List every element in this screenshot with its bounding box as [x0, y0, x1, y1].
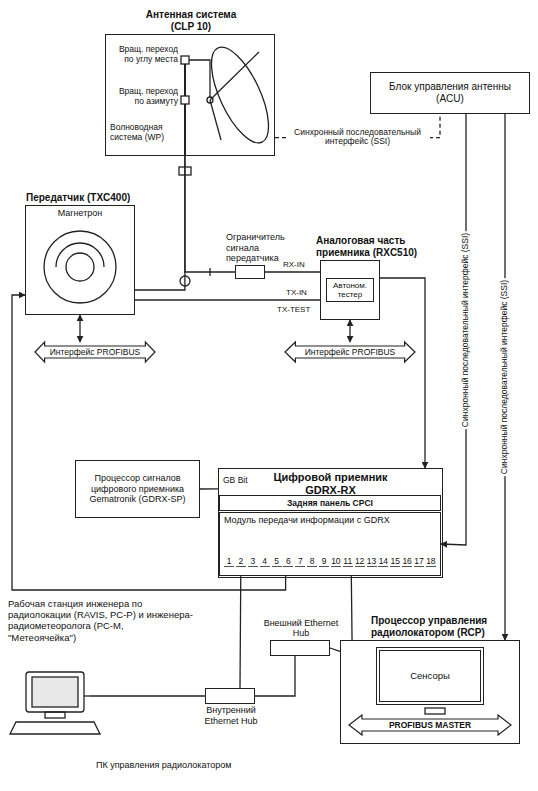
pin-number: 4 — [260, 556, 270, 567]
connector-line — [255, 656, 295, 696]
connector-line — [239, 576, 241, 688]
magnetron-arc — [56, 243, 104, 267]
computer-screen — [32, 677, 78, 707]
antenna-control-unit-box: Блок управления антенны (ACU) — [370, 72, 530, 114]
box-text: Блок управления антенны (ACU) — [371, 79, 529, 107]
magnetron-core — [66, 253, 94, 281]
computer-cable — [84, 695, 90, 696]
computer-monitor — [26, 672, 84, 712]
rotary-joint — [181, 56, 189, 64]
profibus-master: PROFIBUS MASTER — [349, 715, 511, 735]
signal-name: TX-IN — [286, 288, 307, 297]
box-text: Сенсоры — [380, 668, 480, 683]
waveguide — [184, 60, 186, 156]
box-text: Модуль передачи информации с GDRX — [220, 513, 440, 528]
rotary-joint — [181, 96, 189, 104]
connector-line — [135, 299, 320, 300]
waveguide-arm — [185, 60, 210, 97]
box-text: PROFIBUS MASTER — [349, 718, 511, 732]
pin-number: 15 — [390, 556, 400, 567]
box-heading: Аналоговая часть приемника (RXC510) — [316, 235, 456, 259]
connector-line — [200, 488, 218, 489]
pin-number: 11 — [343, 556, 353, 567]
pin-number: 7 — [295, 556, 305, 567]
pin-number: 17 — [414, 556, 424, 567]
box-heading: Ограничитель сигнала передатчика — [226, 232, 306, 264]
pin-number-row: 123456789101112131415161718 — [224, 556, 436, 567]
digital-receiver-box: Цифровой приемник GDRX-RXGB BitЗадняя па… — [218, 468, 443, 578]
connector-line — [349, 320, 350, 342]
sensors-screen: Сенсоры — [376, 647, 484, 705]
magnetron-symbol — [44, 231, 116, 303]
profibus-interface: Интерфейс PROFIBUS — [285, 342, 415, 362]
pin-number: 8 — [307, 556, 317, 567]
pin-number: 1 — [224, 556, 234, 567]
signal-processor-box: Процессор сигналов цифрового приемника G… — [75, 460, 200, 518]
connector-line — [79, 315, 80, 342]
computer-keyboard — [10, 722, 100, 734]
analog-receiver-box: Аналоговая часть приемника (RXC510)Автон… — [320, 260, 380, 320]
caption-note: ПК управления радиолокатором — [96, 760, 236, 771]
box-text: Задняя панель CPCI — [220, 496, 440, 510]
box-heading: Внешний Ethernet Hub — [263, 618, 339, 639]
pin-number: 2 — [236, 556, 246, 567]
pin-number: 5 — [272, 556, 282, 567]
interface-label: Синхронный последовательный интерфейс (S… — [461, 230, 471, 428]
box-text: Интерфейс PROFIBUS — [285, 345, 415, 359]
pin-number: 9 — [319, 556, 329, 567]
box-heading: GB Bit — [223, 475, 248, 485]
interface-label: Синхронный последовательный интерфейс (S… — [286, 128, 430, 148]
box-heading: Передатчик (TXC400) — [26, 192, 176, 204]
interface-label: Синхронный последовательный интерфейс (S… — [500, 278, 510, 476]
pin-number: 13 — [367, 556, 377, 567]
box-text: Интерфейс PROFIBUS — [35, 345, 155, 359]
part-label: Вращ. переход по углу места — [110, 44, 178, 64]
box-text: Магнетрон — [26, 206, 134, 221]
signal-name: TX-TEST — [277, 305, 310, 314]
connector-line — [380, 278, 425, 468]
part-label: Вращ. переход по азимуту — [110, 86, 178, 106]
radar-control-processor: Процессор управления радиолокатором (RCP… — [340, 640, 520, 744]
rcp-monitor-stand — [425, 708, 445, 714]
caption-note: Рабочая станция инженера по радиолокации… — [8, 598, 193, 643]
pin-number: 16 — [402, 556, 412, 567]
connector-line — [265, 271, 320, 272]
box-heading: Антенная система (CLP 10) — [136, 9, 246, 33]
pin-number: 14 — [378, 556, 388, 567]
part-label: Волноводная система (WP) — [110, 122, 180, 142]
box-text: Процессор сигналов цифрового приемника G… — [76, 471, 199, 507]
box-heading: Внутренний Ethernet Hub — [191, 705, 271, 726]
pin-number: 18 — [426, 556, 436, 567]
feed-strut — [210, 52, 259, 100]
transmitter-box: Передатчик (TXC400)Магнетрон — [25, 205, 135, 315]
transmitter-limiter-box: Ограничитель сигнала передатчика — [235, 265, 265, 279]
box-text: Автоном. тестер — [326, 278, 374, 303]
cpci-backplane-band: Задняя панель CPCI — [219, 495, 441, 511]
antenna-dish — [200, 39, 280, 150]
connector-line — [330, 648, 340, 651]
pin-number: 6 — [283, 556, 293, 567]
computer-cable — [90, 695, 205, 696]
connector-line — [135, 156, 185, 290]
external-ethernet-hub: Внешний Ethernet Hub — [270, 640, 330, 656]
connector-line — [351, 576, 353, 640]
internal-ethernet-hub: Внутренний Ethernet Hub — [205, 688, 255, 704]
antenna-feed — [207, 97, 213, 103]
data-transfer-module: Модуль передачи информации с GDRX1234567… — [219, 512, 441, 576]
signal-name: RX-IN — [283, 260, 305, 269]
pin-number: 12 — [355, 556, 365, 567]
pin-number: 3 — [248, 556, 258, 567]
box-heading: Процессор управления радиолокатором (RCP… — [371, 615, 521, 639]
profibus-interface: Интерфейс PROFIBUS — [35, 342, 155, 362]
computer-stand — [45, 712, 65, 718]
connector-line — [12, 295, 286, 590]
feed-strut — [210, 100, 221, 140]
pin-number: 10 — [331, 556, 341, 567]
